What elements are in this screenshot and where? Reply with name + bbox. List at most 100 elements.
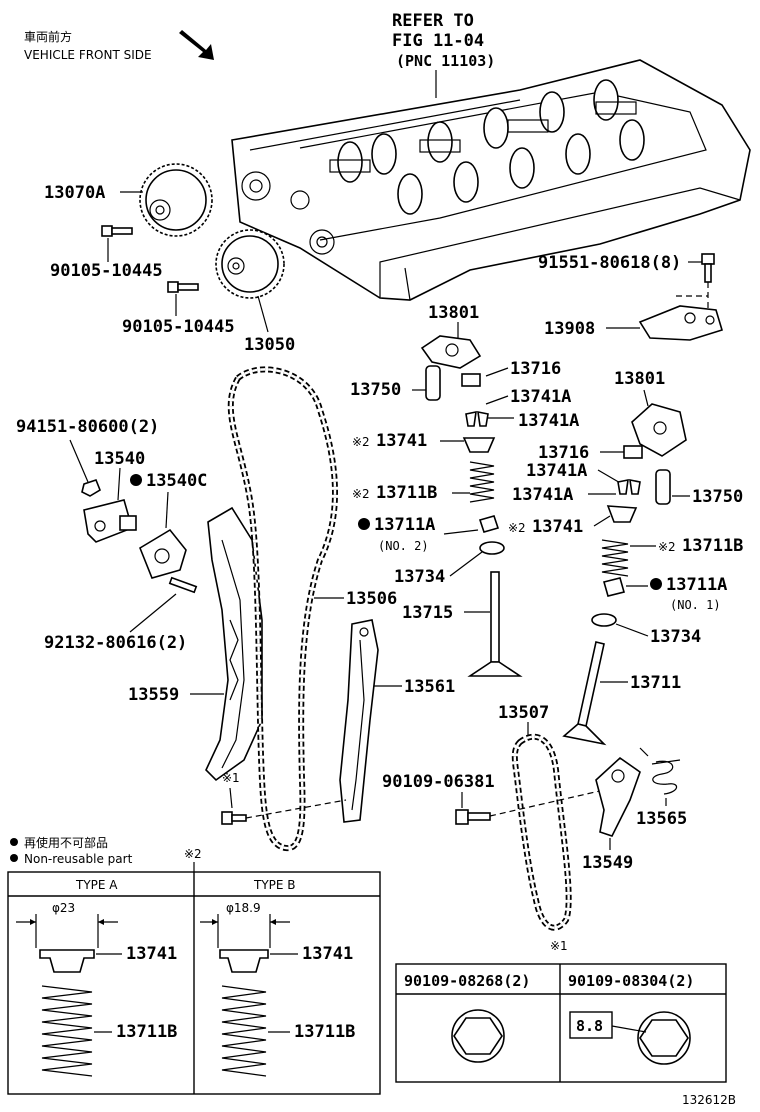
bolt-grade-label: 8.8 [576, 1017, 603, 1035]
label-13716-a: 13716 [510, 359, 561, 379]
mark-ref1-a: ※1 [222, 771, 240, 785]
bolt-table-mark: ※1 [550, 939, 568, 953]
label-13711A-b-sub: (NO. 1) [670, 598, 721, 612]
rocker-arm-13801-a [420, 335, 482, 369]
intake-cam-timing-gear [139, 163, 213, 237]
label-13070A: 13070A [44, 183, 105, 203]
label-13741A-a: 13741A [510, 387, 571, 407]
label-13565: 13565 [636, 809, 687, 829]
exhaust-valve-13711 [562, 641, 607, 746]
label-13741-a: 13741 [376, 431, 427, 451]
valve-spring-seat-13734-b [591, 613, 617, 627]
exhaust-cam-timing-gear [215, 229, 285, 299]
legend-line2: Non-reusable part [24, 852, 133, 866]
mark-ref2-c: ※2 [508, 521, 526, 535]
chain-tensioner-13540 [83, 499, 137, 543]
figure-id: 132612B [682, 1093, 736, 1107]
label-13540: 13540 [94, 449, 145, 469]
label-13801-b: 13801 [614, 369, 665, 389]
label-13741A-c: 13741A [526, 461, 587, 481]
type-b-retainer-label: 13741 [302, 944, 353, 964]
label-13715: 13715 [402, 603, 453, 623]
label-13711A-b: 13711A [666, 575, 727, 595]
valve-spring-seat-13734-a [479, 541, 505, 555]
type-comparison-table: TYPE A TYPE B φ23 13741 13711B φ18.9 137… [7, 871, 381, 1095]
chain-tensioner-plate-13549 [595, 756, 641, 837]
refer-to-line2: FIG 11-04 [392, 31, 484, 51]
camshaft-lobes [337, 79, 645, 215]
non-reusable-dot-c [130, 474, 142, 486]
mark-ref2-b: ※2 [352, 487, 370, 501]
valve-keepers-a [465, 410, 489, 427]
label-13741-b: 13741 [532, 517, 583, 537]
label-13734-a: 13734 [394, 567, 445, 587]
label-13507: 13507 [498, 703, 549, 723]
label-94151: 94151-80600(2) [16, 417, 159, 437]
mark-ref2-d: ※2 [658, 540, 676, 554]
mark-ref2-a: ※2 [352, 435, 370, 449]
label-13734-b: 13734 [650, 627, 701, 647]
label-13050: 13050 [244, 335, 295, 355]
label-13711A-a: 13711A [374, 515, 435, 535]
vehicle-front-label-jp: 車両前方 [24, 29, 72, 44]
label-92132: 92132-80616(2) [44, 633, 187, 653]
chain-tensioner-slipper-13559 [205, 506, 263, 782]
non-reusable-dot-b [650, 578, 662, 590]
timing-chain-13506 [227, 366, 338, 852]
label-13561: 13561 [404, 677, 455, 697]
bolt-head-grade-icon [569, 1011, 691, 1065]
bolt-head-plain-icon [451, 1009, 505, 1063]
label-13549: 13549 [582, 853, 633, 873]
lash-adjuster-13750-b [655, 469, 671, 505]
chain-guide-13561 [339, 619, 379, 823]
valve-lash-adjuster-13716-a [461, 373, 481, 387]
oil-pump-chain-13507 [511, 733, 572, 931]
label-91551: 91551-80618(8) [538, 253, 681, 273]
valve-lash-adjuster-13716-b [623, 445, 643, 459]
label-90109-06381: 90109-06381 [382, 772, 495, 792]
bolt-91551 [701, 253, 715, 283]
label-13908: 13908 [544, 319, 595, 339]
intake-valve-13715 [467, 571, 523, 677]
bolt-90109-06381 [455, 809, 491, 825]
rocker-arm-13801-b [631, 403, 687, 457]
label-13540C: 13540C [146, 471, 207, 491]
type-table-mark: ※2 [184, 847, 202, 861]
sprocket-bolt-lower [167, 281, 199, 293]
label-90105-a: 90105-10445 [50, 261, 163, 281]
type-b-retainer [219, 949, 269, 973]
label-13711A-a-sub: (NO. 2) [378, 539, 429, 553]
spring-retainer-13741-b [606, 505, 638, 523]
label-13559: 13559 [128, 685, 179, 705]
tension-spring-13565 [639, 747, 681, 795]
label-13750-a: 13750 [350, 380, 401, 400]
spring-retainer-13741-a [462, 437, 496, 453]
label-13801-a: 13801 [428, 303, 479, 323]
type-b-dim: φ18.9 [226, 901, 261, 915]
type-a-spring [41, 985, 93, 1077]
type-b-spring-label: 13711B [294, 1022, 355, 1042]
legend: 再使用不可部品 Non-reusable part [10, 835, 133, 866]
valve-stem-seal-13711A-a [478, 515, 500, 533]
legend-dot-icon [10, 838, 18, 846]
valve-keepers-b [617, 478, 641, 495]
type-a-retainer [39, 949, 95, 973]
type-b-spring [221, 985, 267, 1077]
stud-92132 [168, 576, 198, 594]
refer-to-line1: REFER TO [392, 11, 474, 31]
type-a-dim: φ23 [52, 901, 75, 915]
type-a-spring-label: 13711B [116, 1022, 177, 1042]
label-13506: 13506 [346, 589, 397, 609]
label-13711: 13711 [630, 673, 681, 693]
label-13711B-a: 13711B [376, 483, 437, 503]
label-13750-b: 13750 [692, 487, 743, 507]
vehicle-front-label-en: VEHICLE FRONT SIDE [24, 48, 152, 62]
lash-adjuster-13750-a [425, 365, 441, 401]
type-b-header: TYPE B [253, 878, 296, 892]
sprocket-bolt-upper [101, 225, 133, 237]
nut-94151 [81, 479, 101, 497]
non-reusable-dot-a [358, 518, 370, 530]
label-13741A-b: 13741A [518, 411, 579, 431]
label-13716-b: 13716 [538, 443, 589, 463]
